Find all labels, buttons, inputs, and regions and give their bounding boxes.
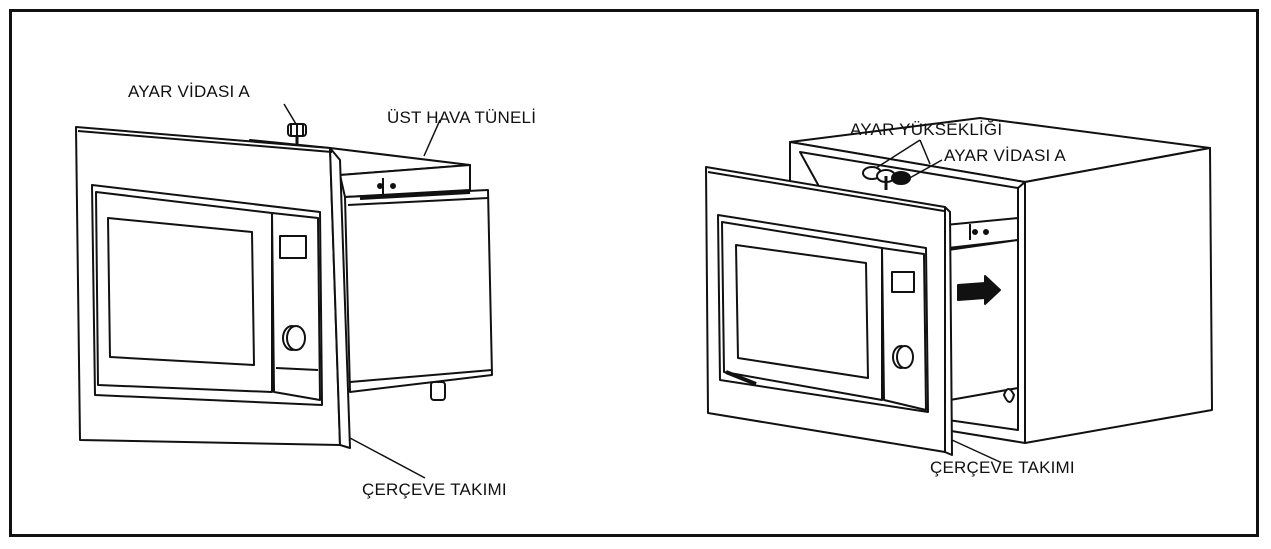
leader-left-tunnel [423, 119, 441, 157]
left-microwave-assembly [75, 103, 493, 479]
leader-right-height-a [875, 139, 921, 169]
label-left-air-tunnel: ÜST HAVA TÜNELİ [387, 108, 537, 127]
leader-left-screw [283, 103, 297, 125]
leader-right-frame [951, 439, 1001, 463]
left-adjustment-screw [287, 123, 307, 148]
arrow-right-icon [957, 275, 1001, 305]
label-left-adjustment-screw: AYAR VİDASI A [128, 82, 250, 101]
left-frame-kit [75, 126, 351, 449]
leader-right-screw [905, 159, 943, 181]
right-cabinet-assembly [705, 117, 1213, 463]
label-right-adjustment-height: AYAR YÜKSEKLİĞİ [850, 120, 1003, 139]
right-frame-kit [705, 166, 953, 456]
left-oven-body [249, 139, 493, 401]
label-left-frame-kit: ÇERÇEVE TAKIMI [362, 480, 507, 499]
right-oven-body [944, 217, 1019, 403]
label-right-adjustment-screw: AYAR VİDASI A [944, 146, 1066, 165]
left-oven-foot [430, 381, 446, 401]
leader-left-frame [349, 437, 426, 479]
label-right-frame-kit: ÇERÇEVE TAKIMI [930, 458, 1075, 477]
leader-right-height-b [919, 139, 931, 165]
right-adjustment-screws [862, 166, 911, 190]
